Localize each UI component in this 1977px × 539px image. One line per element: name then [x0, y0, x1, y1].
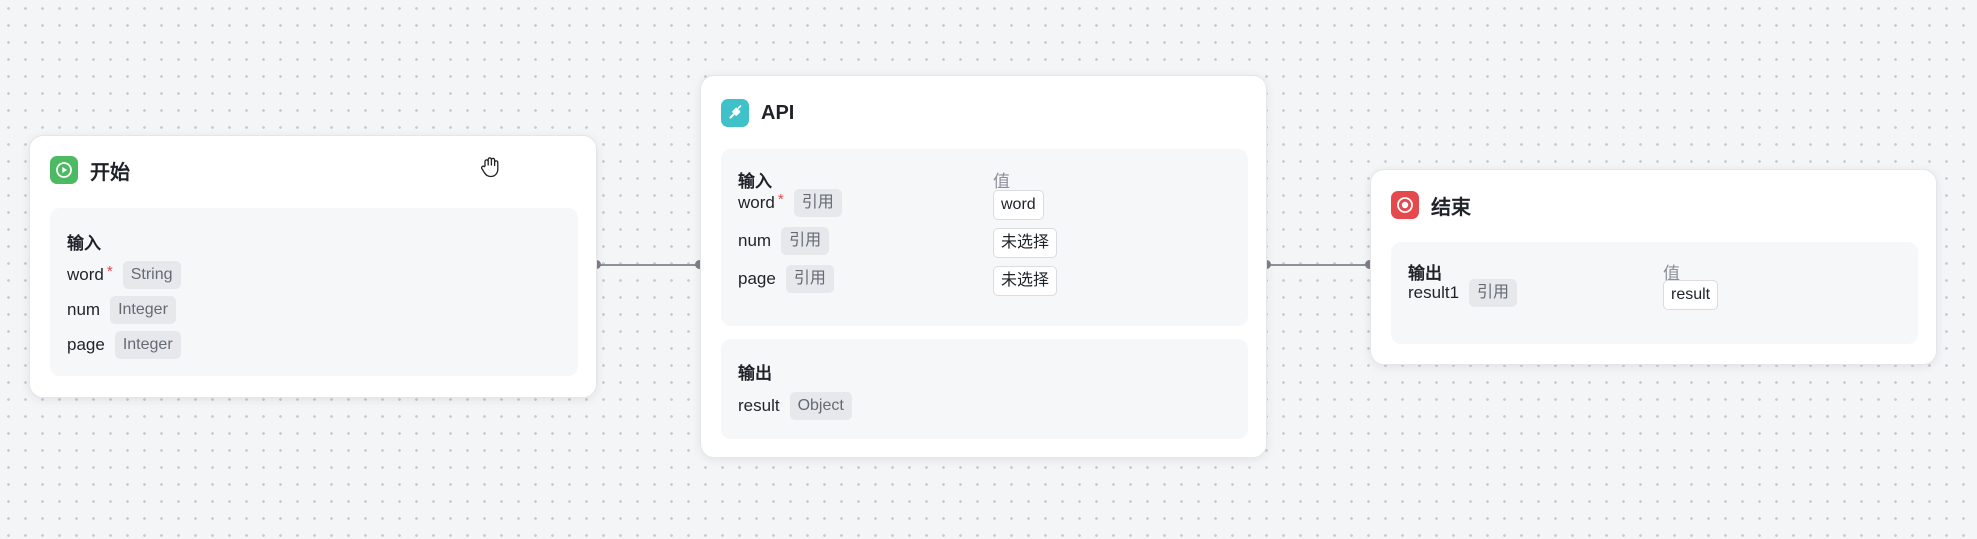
var-name: word	[738, 193, 775, 212]
api-input-row: num 引用	[738, 226, 830, 256]
start-input-panel: 输入 word * String num Integer page Intege…	[50, 208, 578, 376]
var-name: word	[67, 265, 104, 284]
edge-start-to-api[interactable]	[597, 264, 700, 266]
required-marker: *	[106, 262, 113, 280]
end-input-port[interactable]	[1365, 260, 1374, 269]
api-input-label: 输入	[738, 172, 772, 191]
reference-mode-chip[interactable]: 引用	[785, 265, 834, 293]
api-node-header: API	[721, 98, 794, 128]
reference-mode-chip[interactable]: 引用	[793, 189, 842, 217]
start-input-row: page Integer	[67, 330, 181, 360]
stop-icon	[1391, 191, 1419, 219]
reference-mode-chip[interactable]: 引用	[1469, 279, 1518, 307]
type-chip: Integer	[110, 296, 176, 324]
start-node-header: 开始	[50, 155, 130, 185]
start-input-row: num Integer	[67, 295, 176, 325]
var-name: page	[738, 269, 776, 288]
end-node-title: 结束	[1431, 196, 1471, 219]
type-chip: Object	[789, 392, 852, 420]
type-chip: String	[122, 261, 181, 289]
end-value-label: 值	[1663, 264, 1680, 283]
end-node-header: 结束	[1391, 190, 1471, 220]
value-select[interactable]: result	[1663, 280, 1719, 310]
play-icon	[50, 156, 78, 184]
reference-mode-chip[interactable]: 引用	[781, 227, 830, 255]
api-output-panel: 输出 result Object	[721, 339, 1248, 439]
api-node-title: API	[761, 101, 795, 124]
start-node-title: 开始	[90, 161, 130, 184]
start-input-row: word * String	[67, 260, 181, 290]
end-output-row: result1 引用	[1408, 278, 1518, 308]
api-input-port[interactable]	[695, 260, 704, 269]
api-input-panel: 输入 值 word * 引用 word num 引用 未选择 page 引用 未…	[721, 149, 1248, 326]
api-plugin-icon	[721, 99, 749, 127]
type-chip: Integer	[114, 331, 181, 359]
var-name: page	[67, 335, 105, 354]
api-node[interactable]: API 输入 值 word * 引用 word num 引用 未选择 page …	[700, 75, 1267, 458]
edge-api-to-end[interactable]	[1267, 264, 1370, 266]
grab-hand-icon	[478, 154, 504, 185]
var-name: result	[738, 396, 780, 415]
var-name: num	[67, 300, 101, 319]
end-output-label: 输出	[1408, 264, 1442, 283]
value-select[interactable]: 未选择	[993, 266, 1058, 296]
end-node[interactable]: 结束 输出 值 result1 引用 result	[1370, 169, 1937, 365]
required-marker: *	[777, 190, 784, 208]
api-output-row: result Object	[738, 391, 852, 421]
start-node[interactable]: 开始 输入 word * String num Integer page Int…	[29, 135, 597, 398]
value-select[interactable]: word	[993, 190, 1044, 220]
end-output-panel: 输出 值 result1 引用 result	[1391, 242, 1918, 344]
value-select[interactable]: 未选择	[993, 228, 1058, 258]
api-value-label: 值	[993, 172, 1010, 191]
start-input-label: 输入	[67, 234, 101, 253]
api-input-row: page 引用	[738, 264, 834, 294]
var-name: result1	[1408, 283, 1460, 302]
api-input-row: word * 引用	[738, 188, 842, 218]
var-name: num	[738, 231, 772, 250]
api-output-label: 输出	[738, 364, 772, 383]
